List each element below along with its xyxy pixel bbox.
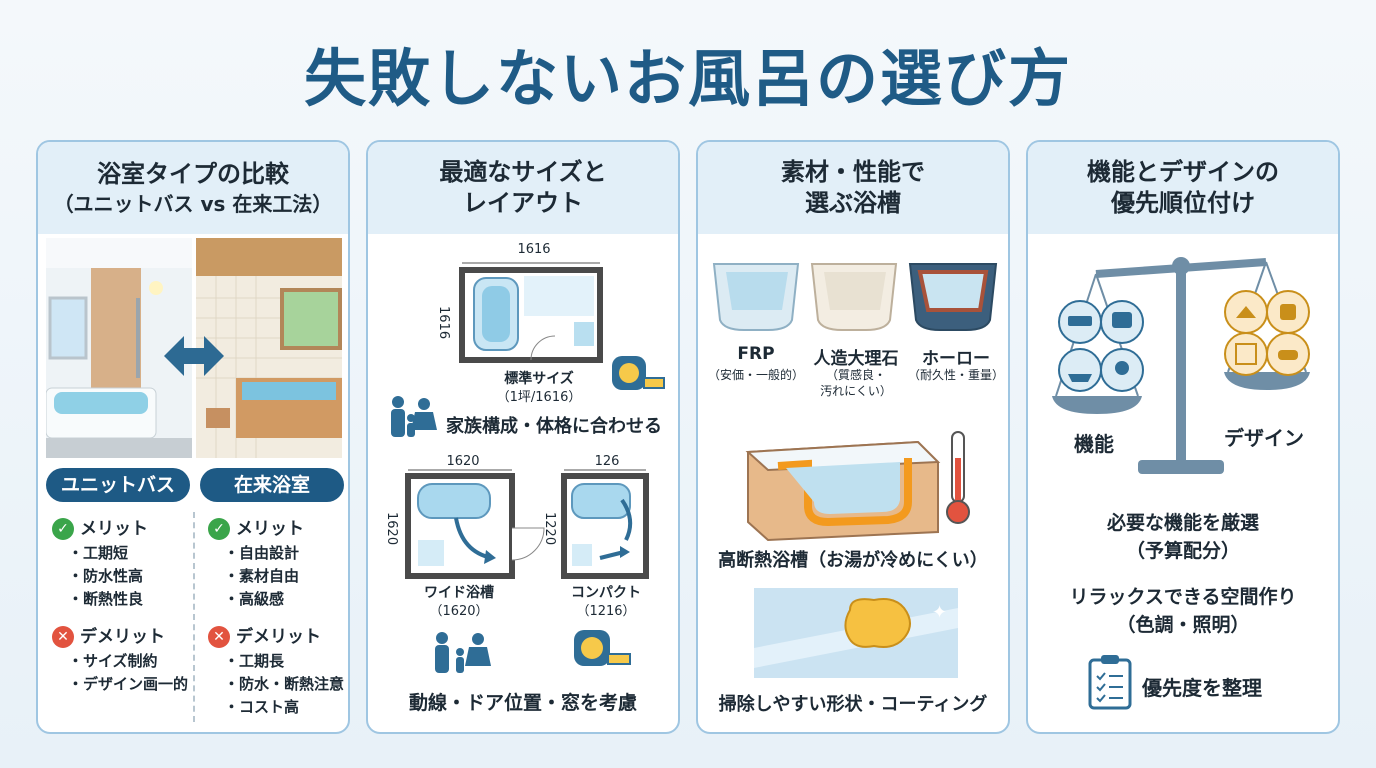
plan-detail: （1620）	[429, 604, 489, 619]
balance-scale-icon	[1052, 257, 1310, 474]
plan-height-label: 1620	[384, 512, 399, 546]
list-item: ・サイズ制約	[68, 652, 158, 670]
tape-measure-icon	[612, 356, 665, 390]
tape-measure-icon	[574, 630, 631, 666]
panel-priorities: 機能とデザインの 優先順位付け 機能 デザイン 必要な機能を厳選 （予算配分）	[1026, 140, 1340, 734]
plan-detail: （1坪/1616）	[496, 390, 582, 405]
list-item: ・断熱性良	[68, 590, 144, 608]
caption-family: 家族構成・体格に合わせる	[446, 416, 662, 437]
panel-bath-type: 浴室タイプの比較 （ユニットバス vs 在来工法） ユニットバス 在来浴室 ✓ メ…	[36, 140, 350, 734]
merit-label: メリット	[236, 519, 304, 539]
tip-priority: 優先度を整理	[1142, 676, 1262, 700]
panel-header: 機能とデザインの 優先順位付け	[1028, 142, 1338, 234]
tub-name-frp: FRP	[737, 344, 775, 364]
right-merit-heading: ✓ メリット	[208, 514, 304, 540]
tub-note: （安価・一般的）	[707, 368, 804, 382]
family-icon	[435, 632, 491, 673]
caption-cleaning: 掃除しやすい形状・コーティング	[718, 694, 988, 715]
family-icon	[391, 396, 437, 437]
plan-height-label: 1616	[436, 306, 451, 340]
panel-heading: 素材・性能で	[781, 157, 925, 186]
panel-heading: 機能とデザインの	[1087, 157, 1279, 186]
page-title: 失敗しないお風呂の選び方	[303, 42, 1072, 115]
plan-width-label: 1620	[446, 454, 480, 469]
panel-subheading: レイアウト	[463, 189, 583, 217]
panel-header: 最適なサイズと レイアウト	[368, 142, 678, 234]
plan-name: コンパクト	[571, 585, 641, 601]
plan-detail: （1216）	[576, 604, 636, 619]
panel-heading: 最適なサイズと	[439, 157, 607, 186]
tip-functions: 必要な機能を厳選	[1106, 512, 1259, 534]
tub-note: （耐久性・重量）	[907, 368, 1004, 382]
caption-layout: 動線・ドア位置・窓を考慮	[408, 692, 637, 714]
plan-name: ワイド浴槽	[424, 585, 494, 601]
right-demerit-heading: ✕ デメリット	[208, 622, 321, 648]
list-item: ・防水性高	[68, 567, 144, 585]
plan-name: 標準サイズ	[504, 371, 574, 387]
sponge-cleaning-illustration: ✦	[754, 588, 958, 678]
cross-icon: ✕	[208, 626, 230, 648]
divider	[193, 512, 195, 722]
cross-icon: ✕	[52, 626, 74, 648]
insulated-bathtub-illustration	[745, 431, 970, 542]
tip-space: リラックスできる空間作り	[1069, 586, 1297, 608]
floor-plan-compact-icon	[561, 469, 649, 579]
list-item: ・高級感	[224, 590, 285, 608]
check-icon: ✓	[52, 518, 74, 540]
left-demerit-heading: ✕ デメリット	[52, 622, 165, 648]
caption-insulation: 高断熱浴槽（お湯が冷めにくい）	[718, 550, 988, 571]
tub-note: 汚れにくい）	[820, 384, 892, 398]
unit-bath-label: ユニットバス	[46, 468, 190, 502]
list-item: ・デザイン画一的	[68, 675, 189, 693]
list-item: ・防水・断熱注意	[224, 675, 345, 693]
plan-width-label: 1616	[517, 242, 551, 257]
floor-plan-standard-icon	[459, 262, 603, 363]
plan-height-label: 1220	[542, 512, 557, 546]
demerit-label: デメリット	[236, 627, 321, 647]
panel-subheading: （ユニットバス vs 在来工法）	[53, 191, 333, 216]
tip-space-note: （色調・照明）	[1116, 614, 1250, 636]
tub-name-marble: 人造大理石	[813, 349, 899, 369]
panel-subheading: 選ぶ浴槽	[805, 189, 901, 217]
list-item: ・工期長	[224, 652, 285, 670]
panel-materials: 素材・性能で 選ぶ浴槽 FRP （安価・一般的） 人造大理石 （質感良・ 汚れに…	[696, 140, 1010, 734]
design-label: デザイン	[1224, 426, 1304, 450]
clipboard-checklist-icon	[1088, 655, 1132, 710]
bathtub-materials-icons	[712, 263, 998, 331]
tub-name-enamel: ホーロー	[922, 349, 990, 369]
function-label: 機能	[1074, 432, 1114, 456]
tub-note: （質感良・	[825, 368, 886, 382]
panel-subheading: 優先順位付け	[1111, 189, 1255, 217]
demerit-label: デメリット	[80, 627, 165, 647]
panel-header: 素材・性能で 選ぶ浴槽	[698, 142, 1008, 234]
bathroom-comparison-illustration	[46, 238, 342, 458]
check-icon: ✓	[208, 518, 230, 540]
tip-functions-note: （予算配分）	[1125, 540, 1240, 562]
list-item: ・自由設計	[224, 544, 300, 562]
merit-label: メリット	[80, 519, 148, 539]
traditional-bath-label: 在来浴室	[200, 468, 344, 502]
panel-size-layout: 最適なサイズと レイアウト 1616 1616 標準サイズ （1坪/1616） …	[366, 140, 680, 734]
list-item: ・工期短	[68, 544, 129, 562]
panel-heading: 浴室タイプの比較	[97, 160, 289, 189]
plan-width-label: 126	[594, 454, 620, 469]
list-item: ・素材自由	[224, 567, 300, 585]
floor-plan-wide-icon	[405, 469, 545, 579]
left-merit-heading: ✓ メリット	[52, 514, 148, 540]
panel-header: 浴室タイプの比較 （ユニットバス vs 在来工法）	[38, 142, 348, 234]
svg-text:✦: ✦	[932, 602, 947, 623]
list-item: ・コスト高	[224, 698, 300, 716]
